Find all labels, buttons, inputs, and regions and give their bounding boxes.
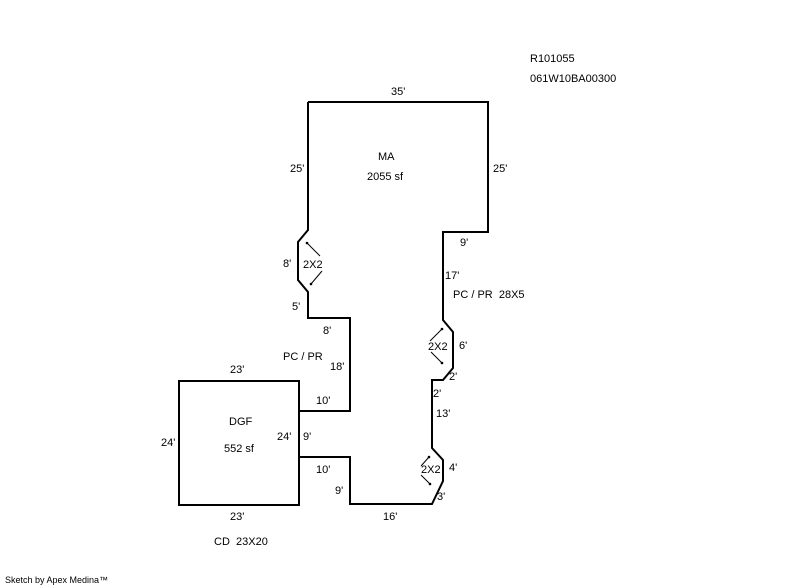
dim-porch-right-seg1: 17' <box>445 270 459 282</box>
dim-porch-left-lower-top: 10' <box>316 464 330 476</box>
porch-left-label: PC / PR <box>283 351 323 363</box>
main-area-name: MA <box>378 151 395 163</box>
parcel-id: R101055 <box>530 53 575 65</box>
bay-left-label: 2X2 <box>303 259 323 271</box>
dim-garage-right-gap: 9' <box>303 431 311 443</box>
bay-right-lower-arrow-top <box>420 456 430 467</box>
bay-left-arrow-bottom-dot <box>309 282 313 286</box>
dim-main-top: 35' <box>391 86 405 98</box>
dim-garage-left: 24' <box>161 437 175 449</box>
dim-porch-left-top: 8' <box>323 325 331 337</box>
dim-garage-top: 23' <box>230 364 244 376</box>
sketch-credit: Sketch by Apex Medina™ <box>5 575 108 585</box>
garage-caption: CD 23X20 <box>214 536 268 548</box>
bay-left-arrow-top-dot <box>305 241 309 245</box>
dim-main-right: 25' <box>493 163 507 175</box>
porch-right-label: PC / PR 28X5 <box>453 289 525 301</box>
main-area-size: 2055 sf <box>367 171 404 183</box>
dim-main-right-step: 9' <box>460 237 468 249</box>
main-building-outline-left <box>297 102 351 412</box>
bay-right-lower-arrow-top-dot <box>427 455 431 459</box>
bay-right-lower-arrow-bottom-dot <box>428 482 432 486</box>
garage-size: 552 sf <box>224 443 255 455</box>
dim-garage-bottom: 23' <box>230 511 244 523</box>
dim-main-left-bottom: 5' <box>292 301 300 313</box>
bay-right-upper-arrow-bottom <box>430 351 443 364</box>
dim-porch-right-jog2: 4' <box>449 462 457 474</box>
bay-right-upper-arrow-top <box>429 328 443 342</box>
bay-right-lower-arrow-bottom <box>420 474 431 485</box>
bay-left-arrow-top <box>306 242 321 257</box>
bay-left-arrow-bottom <box>310 270 323 285</box>
dim-porch-right-seg2: 13' <box>436 408 450 420</box>
bay-right-lower-label: 2X2 <box>421 464 441 476</box>
garage-outline <box>178 380 300 506</box>
dim-porch-right-step1: 2' <box>449 371 457 383</box>
dim-porch-left-upper-bottom: 10' <box>316 395 330 407</box>
dim-porch-right-jog1: 6' <box>459 340 467 352</box>
main-building-outline <box>300 101 489 505</box>
map-number: 061W10BA00300 <box>530 73 616 85</box>
dim-main-left-jog: 8' <box>283 258 291 270</box>
bay-right-upper-label: 2X2 <box>428 341 448 353</box>
dim-main-left: 25' <box>290 163 304 175</box>
dim-porch-left-lower-side: 9' <box>335 485 343 497</box>
bay-right-upper-arrow-bottom-dot <box>440 361 444 365</box>
dim-porch-right-step2: 2' <box>433 388 441 400</box>
dim-garage-right: 24' <box>277 431 291 443</box>
bay-right-upper-arrow-top-dot <box>440 327 444 331</box>
garage-name: DGF <box>229 416 253 428</box>
dim-porch-right-jog2-bottom: 3' <box>437 491 445 503</box>
dim-porch-bottom: 16' <box>383 511 397 523</box>
dim-porch-left-side: 18' <box>330 361 344 373</box>
